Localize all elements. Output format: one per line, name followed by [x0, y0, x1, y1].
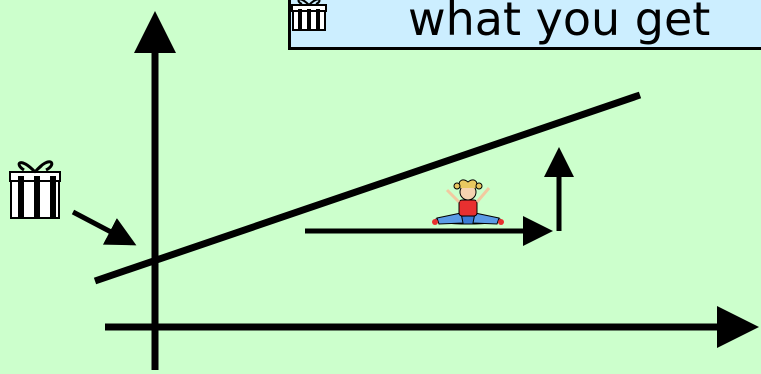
child-sitting-icon — [432, 180, 504, 225]
title-text: what you get — [408, 0, 710, 47]
gift-icon — [10, 162, 60, 218]
intercept-arrow — [73, 212, 132, 243]
title-box: what you get — [288, 0, 761, 50]
gift-icon — [291, 0, 327, 31]
